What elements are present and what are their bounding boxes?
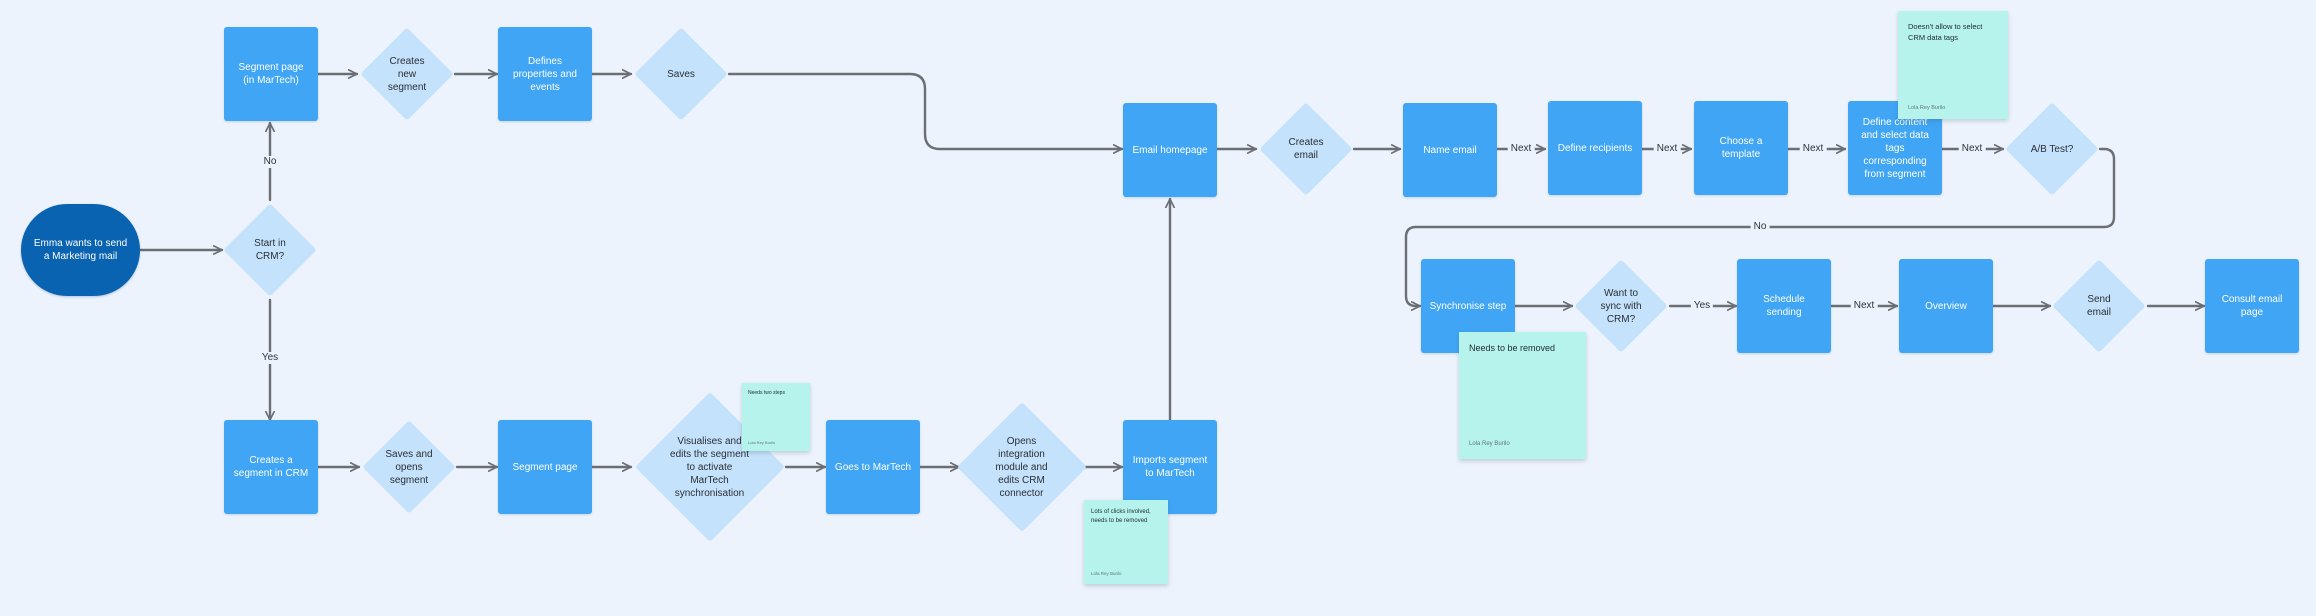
edge-label-next: Next	[1653, 143, 1681, 155]
start-node[interactable]: Emma wants to send a Marketing mail	[21, 204, 140, 296]
process-overview[interactable]: Overview	[1899, 259, 1993, 353]
process-label: Email homepage	[1132, 144, 1208, 156]
process-email-homepage[interactable]: Email homepage	[1123, 103, 1217, 197]
process-schedule-sending[interactable]: Schedule sending	[1737, 259, 1831, 353]
start-node-label: Emma wants to send a Marketing mail	[33, 238, 128, 262]
process-name-email[interactable]: Name email	[1403, 103, 1497, 197]
sticky-note-text: Doesn't allow to select CRM data tags	[1908, 22, 1983, 42]
decision-send-email[interactable]: Send email	[2051, 258, 2147, 354]
edge-label-yes: Yes	[258, 352, 282, 364]
decision-label: Creates email	[1288, 137, 1324, 161]
process-label: Schedule sending	[1763, 294, 1805, 318]
process-label: Overview	[1925, 300, 1967, 312]
process-label: Choose a template	[1719, 136, 1763, 160]
process-label: Define recipients	[1557, 142, 1633, 154]
process-segment-page[interactable]: Segment page	[498, 420, 592, 514]
decision-label: Saves	[667, 68, 695, 80]
edge-label-no: No	[1750, 221, 1770, 233]
process-label: Creates a segment in CRM	[233, 455, 309, 479]
process-label: Imports segment to MarTech	[1132, 455, 1208, 479]
process-label: Defines properties and events	[513, 55, 577, 93]
process-label: Segment page (in MarTech)	[238, 62, 304, 86]
process-label: Synchronise step	[1429, 300, 1507, 312]
process-goes-to-martech[interactable]: Goes to MarTech	[826, 420, 920, 514]
edge-label-next: Next	[1799, 143, 1827, 155]
decision-saves[interactable]: Saves	[633, 26, 729, 122]
decision-creates-new-segment[interactable]: Creates new segment	[359, 26, 455, 122]
sticky-note-crm-tags[interactable]: Doesn't allow to select CRM data tags Lo…	[1898, 11, 2008, 119]
sticky-note-text: Needs two steps	[748, 390, 785, 396]
decision-ab-test[interactable]: A/B Test?	[2004, 101, 2100, 197]
decision-label: Visualises and edits the segment to acti…	[670, 435, 749, 499]
process-creates-segment-crm[interactable]: Creates a segment in CRM	[224, 420, 318, 514]
sticky-note-author: Lola Rey Burilo	[748, 440, 776, 445]
process-consult-email-page[interactable]: Consult email page	[2205, 259, 2299, 353]
decision-label: Want to sync with CRM?	[1600, 287, 1642, 325]
process-imports-segment[interactable]: Imports segment to MarTech	[1123, 420, 1217, 514]
sticky-note-two-steps[interactable]: Needs two steps Lola Rey Burilo	[742, 383, 810, 451]
process-defines-properties[interactable]: Defines properties and events	[498, 27, 592, 121]
edge-saves-to-email-homepage	[727, 72, 1124, 154]
decision-label: A/B Test?	[2030, 143, 2074, 155]
decision-label: Saves and opens segment	[385, 448, 433, 486]
process-define-recipients[interactable]: Define recipients	[1548, 101, 1642, 195]
decision-start-in-crm[interactable]: Start in CRM?	[222, 202, 318, 298]
edge-label-yes: Yes	[1690, 300, 1714, 312]
process-label: Define content and select data tags corr…	[1861, 116, 1929, 180]
decision-visualises-edits[interactable]: Visualises and edits the segment to acti…	[633, 392, 786, 542]
edge-label-no: No	[260, 156, 280, 168]
decision-label: Opens integration module and edits CRM c…	[995, 435, 1048, 499]
decision-opens-integration[interactable]: Opens integration module and edits CRM c…	[956, 398, 1087, 536]
process-label: Name email	[1423, 144, 1477, 156]
decision-saves-and-opens[interactable]: Saves and opens segment	[361, 419, 457, 515]
sticky-note-text: Needs to be removed	[1469, 343, 1556, 353]
edge-label-next: Next	[1850, 300, 1878, 312]
process-segment-page-martech[interactable]: Segment page (in MarTech)	[224, 27, 318, 121]
edge-label-next: Next	[1507, 143, 1535, 155]
sticky-note-needs-removed[interactable]: Needs to be removed Lola Rey Burilo	[1459, 332, 1586, 459]
process-choose-template[interactable]: Choose a template	[1694, 101, 1788, 195]
decision-creates-email[interactable]: Creates email	[1258, 101, 1354, 197]
sticky-note-text: Lots of clicks involved, needs to be rem…	[1091, 509, 1151, 524]
sticky-note-lots-of-clicks[interactable]: Lots of clicks involved, needs to be rem…	[1084, 500, 1168, 584]
decision-label: Creates new segment	[387, 55, 427, 93]
process-label: Goes to MarTech	[834, 461, 912, 473]
process-label: Segment page	[512, 461, 578, 473]
edge-label-next: Next	[1958, 143, 1986, 155]
decision-want-to-sync[interactable]: Want to sync with CRM?	[1573, 258, 1669, 354]
decision-label: Start in CRM?	[254, 238, 286, 262]
process-label: Consult email page	[2221, 294, 2283, 318]
sticky-note-author: Lola Rey Burilo	[1908, 105, 1946, 111]
sticky-note-author: Lola Rey Burilo	[1469, 441, 1510, 447]
decision-label: Send email	[2087, 294, 2111, 318]
sticky-note-author: Lola Rey Burilo	[1091, 571, 1122, 576]
